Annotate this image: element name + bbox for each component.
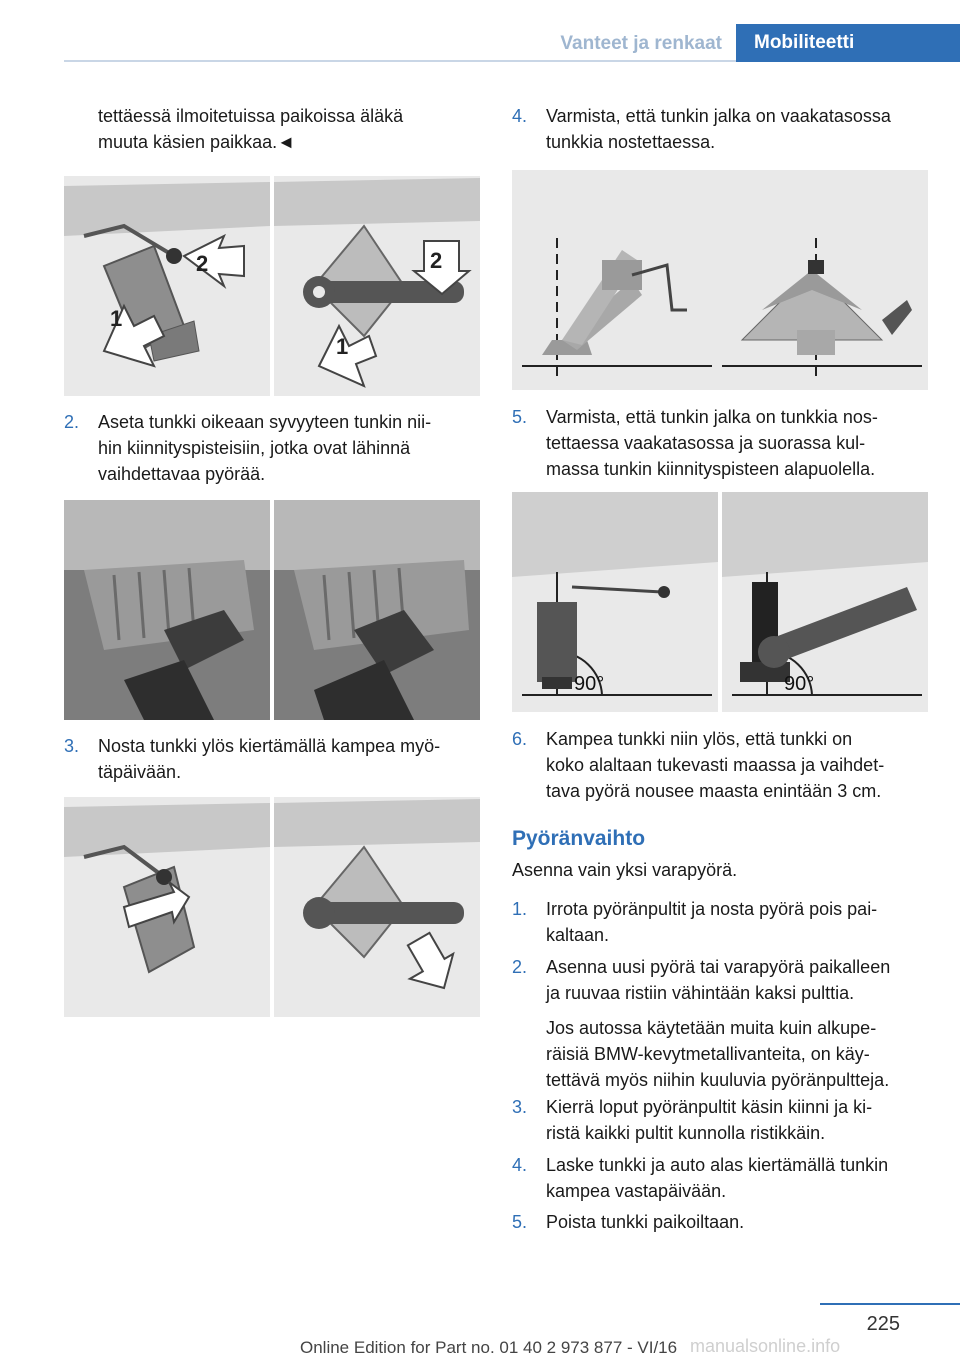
list-line: Irrota pyöränpultit ja nosta pyörä pois … (546, 899, 878, 919)
step-number: 6. (512, 729, 528, 749)
step-line: tunkkia nostettaessa. (546, 132, 716, 152)
angle-label-left: 90° (574, 673, 604, 695)
step-line: täpäivään. (98, 762, 182, 782)
arrow-1-left (102, 303, 166, 368)
arrow-2-left (182, 233, 245, 289)
list-line: Asenna uusi pyörä tai varapyörä paikalle… (546, 957, 891, 977)
callout-2b: 2 (430, 248, 442, 273)
step-line: koko alaltaan tukevasti maassa ja vaihde… (546, 755, 885, 775)
list-line: Poista tunkki paikoiltaan. (546, 1212, 745, 1232)
intro-line-1: tettäessä ilmoitetuissa paikoissa äläkä (98, 106, 404, 126)
list-line: ristä kaikki pultit kunnolla ristikkäin. (546, 1123, 826, 1143)
angle-label-right: 90° (784, 673, 814, 695)
list-line: ja ruuvaa ristiin vähintään kaksi pultti… (546, 983, 855, 1003)
intro-line-2: muuta käsien paikkaa.◄ (98, 132, 295, 152)
footer-rule (820, 1303, 960, 1305)
rotation-arrow-left (122, 881, 191, 929)
figure-crank-clockwise (64, 797, 480, 1017)
watermark: manualsonline.info (690, 1336, 841, 1356)
step-number: 5. (512, 407, 528, 427)
list-number: 5. (512, 1212, 528, 1232)
list-note-line: tettävä myös niihin kuuluvia pyöränpultt… (546, 1070, 890, 1090)
section-intro: Asenna vain yksi varapyörä. (512, 860, 738, 880)
list-number: 1. (512, 899, 528, 919)
arrow-2-right (411, 240, 472, 296)
step-line: Varmista, että tunkin jalka on tunkkia n… (546, 407, 878, 427)
step-line: Kampea tunkki niin ylös, että tunkki on (546, 729, 853, 749)
step-number: 3. (64, 736, 80, 756)
figure-jack-90-degrees: 90° 90° (512, 492, 928, 712)
section-title: Pyöränvaihto (512, 827, 646, 850)
figure-jack-placement: 1 2 2 1 (64, 176, 480, 396)
step-line: tava pyörä nousee maasta enintään 3 cm. (546, 781, 882, 801)
step-line: massa tunkin kiinnityspisteen alapuolell… (546, 459, 876, 479)
figure-jack-foot-level (512, 170, 928, 390)
callout-1a: 1 (110, 306, 122, 331)
list-line: Laske tunkki ja auto alas kiertämällä tu… (546, 1155, 889, 1175)
list-line: kampea vastapäivään. (546, 1181, 727, 1201)
list-note-line: räisiä BMW-kevytmetallivanteita, on käy- (546, 1044, 870, 1064)
arrow-1-right (317, 323, 378, 388)
list-line: kaltaan. (546, 925, 610, 945)
list-number: 4. (512, 1155, 528, 1175)
figure-jack-mount-photo (64, 500, 480, 720)
step-line: hin kiinnityspisteisiin, jotka ovat lähi… (98, 438, 411, 458)
list-number: 2. (512, 957, 528, 977)
list-note-line: Jos autossa käytetään muita kuin alkupe- (546, 1018, 877, 1038)
header-chapter-tab[interactable]: Mobiliteetti (736, 24, 960, 62)
step-line: Nosta tunkki ylös kiertämällä kampea myö… (98, 736, 441, 756)
step-line: tettaessa vaakatasossa ja suorassa kul- (546, 433, 866, 453)
step-number: 4. (512, 106, 528, 126)
list-number: 3. (512, 1097, 528, 1117)
step-number: 2. (64, 412, 80, 432)
step-line: Varmista, että tunkin jalka on vaakataso… (546, 106, 891, 126)
header-section-tab[interactable]: Vanteet ja renkaat (560, 33, 722, 54)
rotation-arrow-right (406, 931, 455, 990)
step-line: Aseta tunkki oikeaan syvyyteen tunkin ni… (98, 412, 432, 432)
list-line: Kierrä loput pyöränpultit käsin kiinni j… (546, 1097, 873, 1117)
callout-1b: 1 (336, 334, 348, 359)
header-rule (64, 60, 960, 62)
footer-edition: Online Edition for Part no. 01 40 2 973 … (300, 1338, 678, 1357)
page-number: 225 (866, 1313, 900, 1335)
callout-2a: 2 (196, 251, 208, 276)
step-line: vaihdettavaa pyörää. (98, 464, 266, 484)
